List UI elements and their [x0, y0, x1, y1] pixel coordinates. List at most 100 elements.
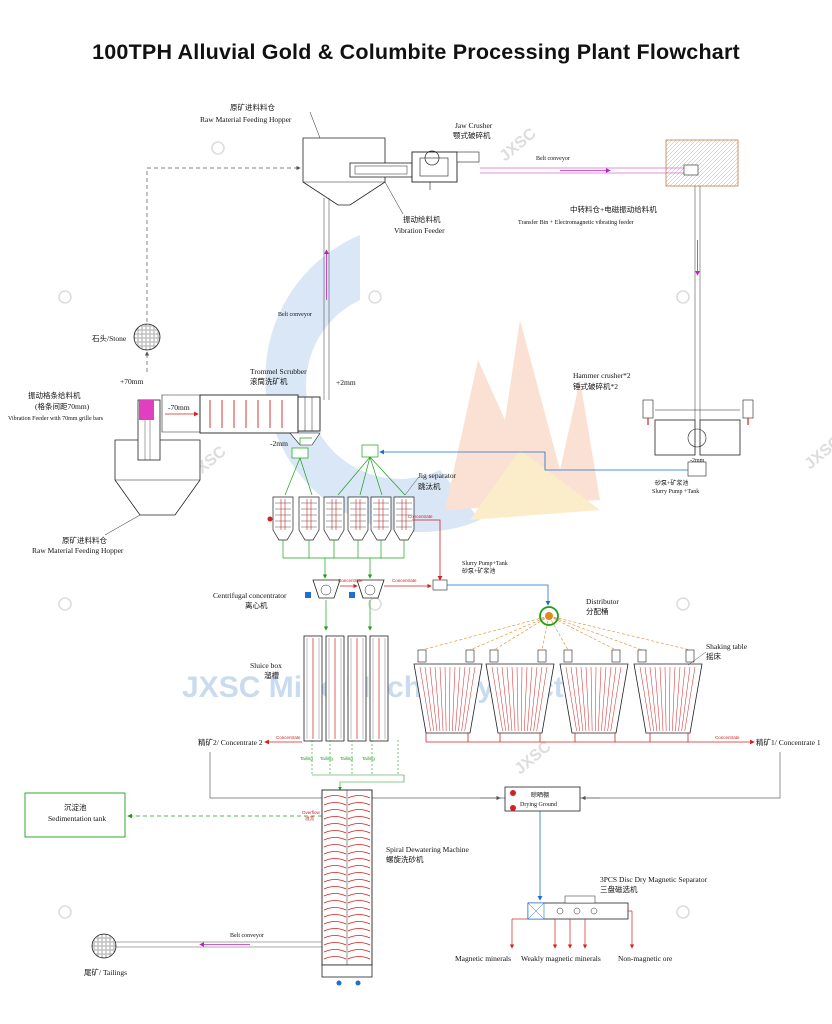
jig-motor-icon [267, 516, 273, 522]
spiral-flight [347, 886, 371, 890]
belt-conveyor-mid-vertical [323, 198, 330, 400]
centrifugal-concentrate-1: Concentrate [338, 578, 363, 583]
magnetic-sep-cn: 三盘磁选机 [600, 884, 638, 894]
spiral-flight [323, 935, 347, 939]
raw-material-hopper-left [114, 439, 201, 516]
stone-return-line [146, 165, 301, 322]
overflow-cn: 溢流 [305, 815, 314, 822]
minus2mm-right-label: -2mm [690, 458, 705, 464]
trommel-scrubber [199, 394, 321, 446]
spiral-flight [347, 837, 371, 841]
spiral-flight [323, 858, 347, 862]
grille-vibration-feeder [137, 399, 161, 461]
svg-text:Tailing: Tailing [340, 756, 353, 761]
separator-output-lines [509, 910, 635, 949]
distributor-feed-lines [421, 615, 691, 651]
spiral-flight [347, 802, 371, 806]
grille-feeder-cn2: (格条间距70mm) [35, 401, 90, 411]
jaw-crusher-en: Jaw Crusher [455, 121, 493, 130]
transfer-bin-en: Transfer Bin + Electromagnetic vibrating… [518, 219, 634, 226]
shaking-table-en: Shaking table [706, 642, 748, 651]
hammer-crusher-cn: 锤式破碎机*2 [573, 381, 618, 391]
spiral-flight [323, 886, 347, 890]
sluice-boxes [303, 635, 389, 742]
jig-separators [267, 496, 415, 541]
jig-unit [272, 496, 294, 541]
tailings-pile [91, 933, 117, 959]
centrifugal-en: Centrifugal concentrator [213, 591, 287, 600]
jig-head-tank-right [361, 444, 379, 458]
spiral-flight [323, 949, 347, 953]
jig-cn: 跳汰机 [418, 481, 441, 491]
concentrate2-label: 精矿2/ Concentrate 2 [198, 737, 263, 747]
sluice-cn: 溜槽 [264, 670, 279, 680]
jig-unit [370, 496, 392, 541]
hopper-top-cn: 原矿进料料仓 [230, 102, 275, 112]
svg-text:Tailing: Tailing [362, 756, 375, 761]
pump-to-distributor-line [447, 584, 551, 606]
plus2mm-label: +2mm [336, 378, 356, 387]
spiral-flight [323, 942, 347, 946]
slurry-pump-mid-en: Slurry Pump+Tank [462, 561, 508, 567]
slurry-return-line [379, 449, 688, 471]
centrifugal-cn: 离心机 [245, 600, 268, 610]
spiral-flight [347, 844, 371, 848]
slurry-pump-right-en: Slurry Pump +Tank [652, 489, 699, 495]
jig-unit [347, 496, 369, 541]
svg-text:Tailing: Tailing [300, 756, 313, 761]
overflow-en: Overflow [302, 810, 321, 815]
spiral-flight [323, 907, 347, 911]
grille-feeder-en: Vibration Feeder with 70mm grille bars [8, 416, 104, 422]
sluice-concentrate-label: Concentrate [276, 735, 301, 740]
spiral-flight [347, 816, 371, 820]
magnetic-sep-en: 3PCS Disc Dry Magnetic Separator [600, 875, 708, 884]
spiral-flight [323, 837, 347, 841]
spiral-flight [347, 921, 371, 925]
hopper-left-cn: 原矿进料料仓 [62, 535, 107, 545]
jig-feed-lines [284, 437, 406, 496]
spiral-flight [347, 928, 371, 932]
distributor-cn: 分配桶 [586, 606, 609, 616]
tailings-label: 尾矿/ Tailings [84, 967, 127, 977]
spiral-flight [323, 872, 347, 876]
drying-sun-icon [510, 790, 516, 811]
shaking-table-cn: 摇床 [706, 651, 721, 661]
spiral-flight [347, 809, 371, 813]
stone-pile [133, 323, 161, 351]
page-title: 100TPH Alluvial Gold & Columbite Process… [92, 40, 740, 64]
magnetic-minerals-label: Magnetic minerals [455, 954, 511, 963]
svg-text:JXSC: JXSC [802, 433, 832, 473]
table-concentrate-label: Concentrate [715, 735, 740, 740]
sedimentation-en: Sedimentation tank [48, 814, 106, 823]
trommel-red-marks [209, 400, 283, 428]
spiral-flight [347, 907, 371, 911]
spiral-dewatering-machine [321, 789, 373, 986]
spiral-flight [347, 956, 371, 960]
sedimentation-tank [24, 792, 126, 838]
spiral-flight [347, 795, 371, 799]
spiral-flight [347, 872, 371, 876]
sluice-unit [303, 635, 323, 742]
centrifugal-concentrators [305, 579, 385, 599]
hopper-left-en: Raw Material Feeding Hopper [32, 546, 124, 555]
nonmagnetic-label: Non-magnetic ore [618, 954, 673, 963]
drying-cn: 晾晒棚 [531, 791, 549, 799]
jaw-crusher-cn: 颚式破碎机 [453, 130, 491, 140]
sluice-unit [347, 635, 367, 742]
jig-tailing-flows [282, 540, 405, 579]
spiral-flight [323, 830, 347, 834]
shaking-table-unit [559, 649, 629, 734]
spiral-flight [347, 942, 371, 946]
jig-unit [323, 496, 345, 541]
hammer-crusher-en: Hammer crusher*2 [573, 371, 631, 380]
drying-ground [504, 786, 581, 812]
grille-feeder-cn: 振动格条给料机 [28, 390, 81, 400]
distributor-en: Distributor [586, 597, 619, 606]
spiral-flight [323, 795, 347, 799]
jaw-crusher [411, 150, 480, 190]
spiral-flight [323, 851, 347, 855]
concentrate-collection-lines [209, 752, 781, 801]
jig-en: Jig separator [418, 471, 457, 480]
jig-concentrate-label: Concentrate [408, 514, 433, 519]
belt-conveyor-bottom-label: Belt conveyor [230, 933, 264, 939]
